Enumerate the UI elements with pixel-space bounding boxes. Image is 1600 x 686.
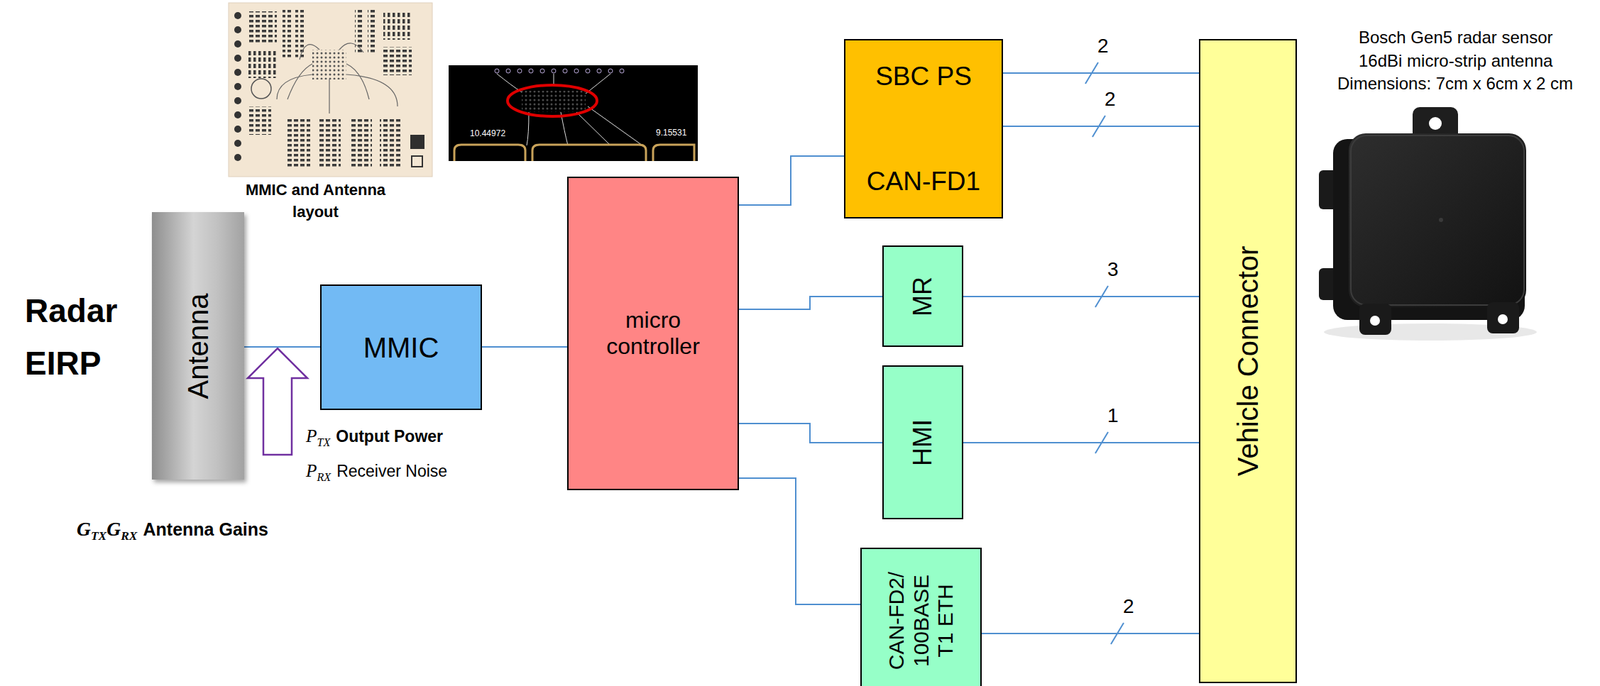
- power-supply-can-box: SBC PS CAN-FD1: [844, 39, 1004, 219]
- signal-line: [481, 346, 568, 348]
- radar-sensor-photo: [1318, 107, 1537, 341]
- signal-label: P: [305, 460, 317, 481]
- signal-label: Output Power: [335, 427, 443, 446]
- bus-width-slash: [1085, 62, 1099, 84]
- gain-label: G: [106, 518, 121, 541]
- bus-width-number: 2: [1103, 88, 1118, 111]
- signal-line: [1003, 125, 1199, 128]
- label-line: PRX Receiver Noise: [305, 460, 448, 485]
- box-label: Antenna: [181, 293, 215, 399]
- box-label: MMIC: [363, 331, 440, 365]
- bus-width-slash: [1110, 623, 1124, 645]
- signal-label: Receiver Noise: [336, 462, 448, 481]
- bus-width-number: 1: [1105, 404, 1121, 428]
- box-label: micro controller: [606, 307, 700, 360]
- gain-label: Antenna Gains: [142, 519, 268, 540]
- box-label: CAN-FD1: [866, 166, 981, 198]
- signal-line: [244, 346, 321, 348]
- label-line: Dimensions: 7cm x 6cm x 2 cm: [1337, 73, 1574, 95]
- signal-line: [738, 423, 883, 443]
- signal-label: RX: [316, 471, 331, 484]
- label-line: 9.15531: [654, 127, 688, 138]
- box-label: MR: [907, 276, 938, 317]
- gain-label: RX: [120, 528, 138, 544]
- label-line: Radar EIRP: [24, 284, 118, 390]
- dimension-value: 9.15531: [655, 127, 687, 138]
- bus-width-number: 2: [1096, 34, 1111, 58]
- vehicle-connector: Vehicle Connector: [1198, 39, 1297, 684]
- signal-label: TX: [316, 436, 331, 449]
- product-note: Dimensions: 7cm x 6cm x 2 cm: [1337, 73, 1574, 93]
- signal-line: [1003, 72, 1199, 74]
- bus-width-slash: [1095, 286, 1109, 308]
- label-line: GTXGRXAntenna Gains: [76, 518, 269, 544]
- interface-box: HMI: [882, 365, 964, 520]
- signal-line: [963, 442, 1199, 444]
- bus-width-slash: [1095, 432, 1109, 454]
- label-line: Bosch Gen5 radar sensor: [1358, 26, 1553, 49]
- pcb-detail-picture: [448, 65, 698, 162]
- bus-width-number: 2: [1121, 595, 1136, 619]
- interface-box: MR: [882, 245, 964, 348]
- mmic-layout-picture: [228, 2, 433, 177]
- box-label: SBC PS: [875, 61, 972, 93]
- output-power-arrow: [247, 348, 308, 456]
- bus-width-number: 3: [1105, 258, 1121, 282]
- label-line: MMIC and Antenna layout: [232, 178, 399, 223]
- microcontroller-box: micro controller: [567, 176, 739, 491]
- signal-label: P: [305, 425, 317, 446]
- product-note: Bosch Gen5 radar sensor: [1358, 27, 1553, 47]
- label-line: PTX Output Power: [305, 425, 443, 450]
- interface-box: CAN-FD2/ 100BASE T1 ETH: [860, 548, 982, 686]
- antenna-block: Antenna: [151, 212, 245, 480]
- label-line: 16dBi micro-strip antenna: [1358, 50, 1553, 72]
- signal-line: [963, 296, 1199, 298]
- signal-line: [738, 478, 861, 605]
- figure-title: Radar EIRP: [24, 292, 118, 382]
- signal-line: [738, 156, 845, 206]
- mmic-chip-box: MMIC: [320, 284, 482, 411]
- gain-label: G: [76, 518, 91, 541]
- dimension-value: 10.44972: [469, 128, 506, 139]
- product-note: 16dBi micro-strip antenna: [1358, 51, 1553, 71]
- label-line: 10.44972: [468, 128, 507, 139]
- box-label: HMI: [907, 419, 938, 467]
- signal-line: [738, 296, 883, 310]
- gain-label: TX: [90, 528, 107, 544]
- box-label: Vehicle Connector: [1231, 246, 1265, 478]
- bus-width-slash: [1092, 115, 1106, 138]
- box-label: CAN-FD2/ 100BASE T1 ETH: [884, 570, 959, 673]
- signal-line: [981, 633, 1199, 635]
- image-caption: MMIC and Antenna layout: [245, 181, 386, 221]
